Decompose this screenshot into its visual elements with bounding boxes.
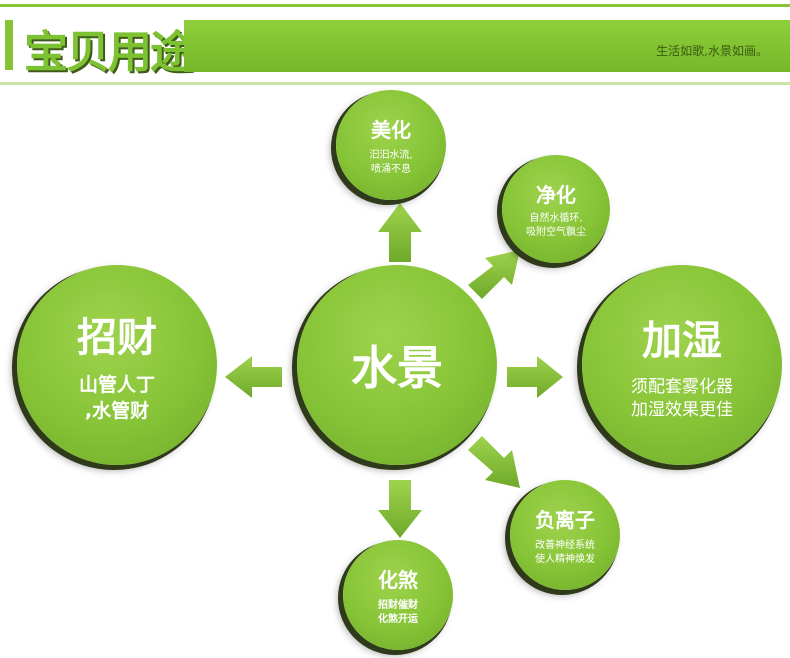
node-title: 净化: [536, 183, 576, 207]
header-accent-bar: [5, 20, 13, 70]
header-slogan: 生活如歌,水景如画。: [656, 44, 768, 58]
node-title: 负离子: [535, 508, 595, 532]
node-desc-1: 招财催财: [378, 600, 418, 611]
top-divider: [0, 4, 790, 7]
node-desc-1: 改善神经系统: [535, 540, 595, 551]
node-desc-1: 山管人丁: [78, 374, 155, 397]
node-fulizi: 负离子 改善神经系统 使人精神焕发: [510, 480, 620, 590]
node-desc-2: 化煞开运: [378, 613, 418, 625]
node-desc-2: 吸附空气飘尘: [526, 226, 586, 238]
header-title: 宝贝用途: [24, 27, 194, 78]
node-desc-2: 加湿效果更佳: [631, 400, 733, 420]
node-title: 化煞: [378, 568, 418, 592]
center-circle-shuijing: 水景: [297, 265, 497, 465]
node-desc-1: 汩汩水流,: [369, 150, 413, 161]
node-title: 加湿: [642, 318, 722, 365]
node-jiashi: 加湿 须配套雾化器 加湿效果更佳: [582, 265, 782, 465]
arrow-up: [378, 203, 422, 262]
node-desc-2: 使人精神焕发: [535, 553, 595, 565]
node-desc-1: 自然水循环,: [529, 213, 583, 224]
node-jinghua: 净化 自然水循环, 吸附空气飘尘: [502, 155, 610, 263]
center-title: 水景: [351, 341, 443, 395]
arrow-up-right: [468, 250, 520, 299]
arrow-left: [225, 356, 282, 398]
arrow-down: [378, 480, 422, 538]
node-title: 美化: [371, 118, 411, 142]
header-bottom-divider: [0, 82, 790, 85]
node-huasha: 化煞 招财催财 化煞开运: [343, 540, 453, 650]
arrow-right: [507, 356, 563, 398]
node-title: 招财: [77, 315, 157, 362]
node-zhaocai: 招财 山管人丁 ,水管财: [17, 265, 217, 465]
node-desc-2: ,水管财: [84, 400, 150, 422]
node-meihua: 美化 汩汩水流, 喷涌不息: [336, 90, 446, 200]
node-desc-1: 须配套雾化器: [631, 377, 733, 398]
arrow-down-right: [468, 436, 520, 488]
header-band: 生活如歌,水景如画。: [184, 20, 790, 72]
node-desc-2: 喷涌不息: [371, 163, 411, 175]
